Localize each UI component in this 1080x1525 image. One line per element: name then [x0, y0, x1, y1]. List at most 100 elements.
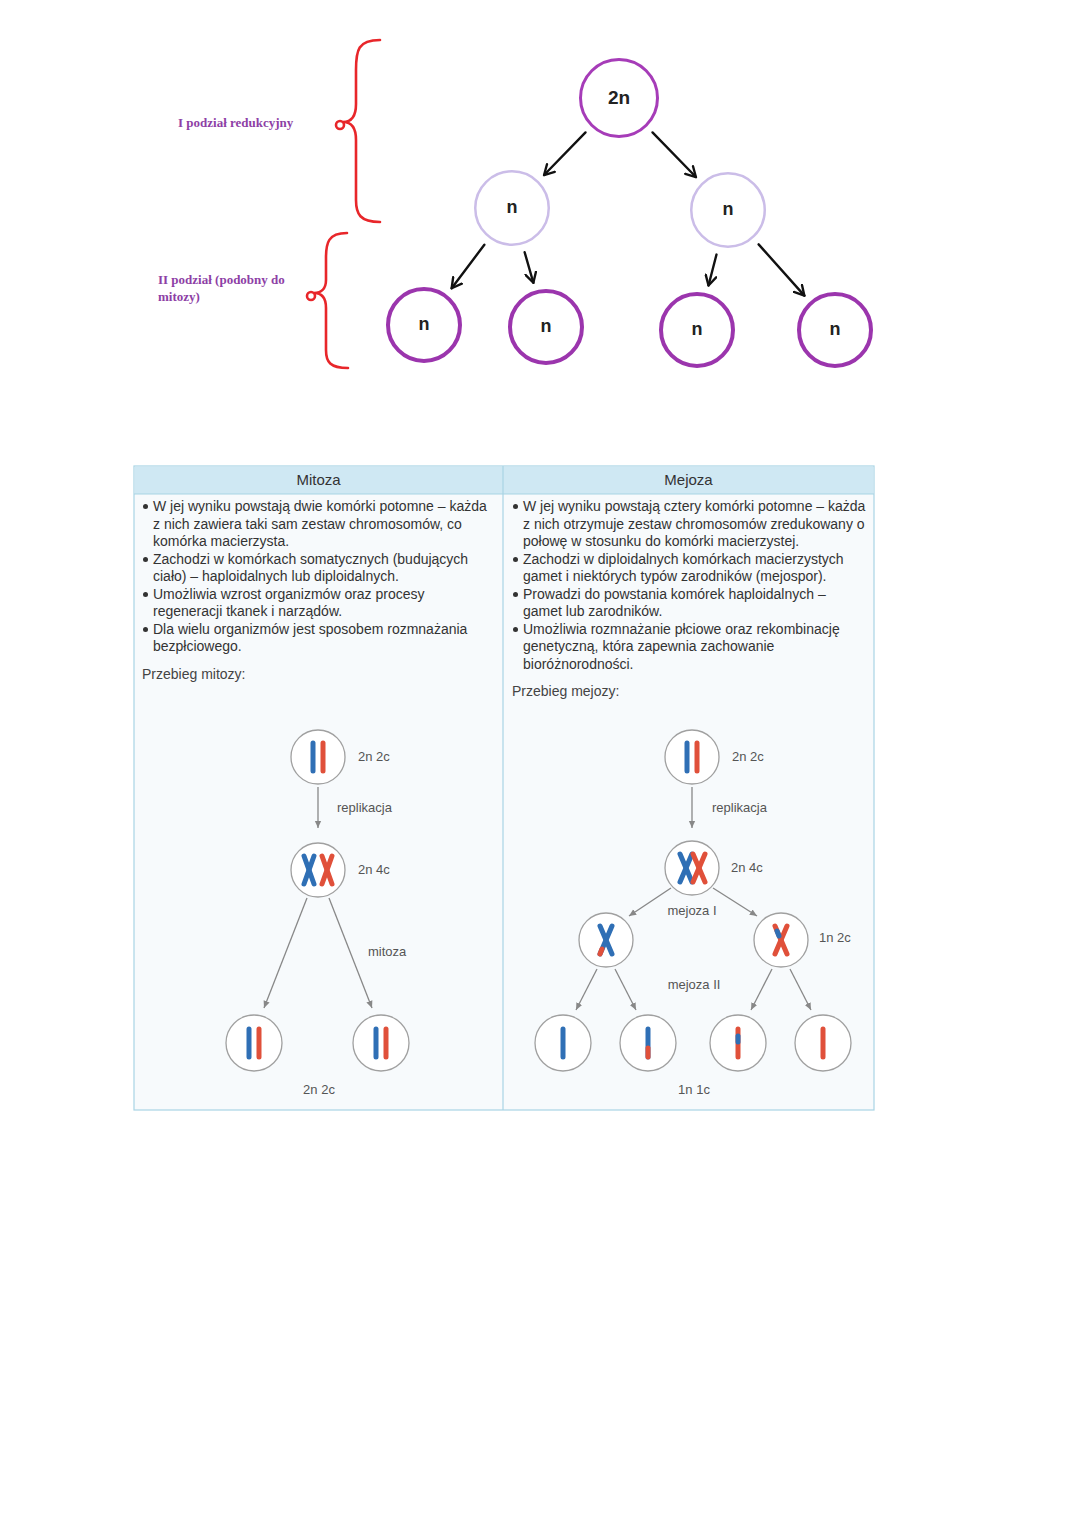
- ploidy-text: n: [723, 200, 734, 220]
- step-label: mitoza: [366, 944, 408, 960]
- ploidy-label: 1n 2c: [817, 930, 853, 946]
- ploidy-text: n: [507, 198, 518, 218]
- chromosome: [680, 854, 692, 882]
- ploidy-text: n: [419, 315, 430, 335]
- bullet-text: W jej wyniku powstają cztery komórki pot…: [512, 498, 868, 551]
- cell-circle: [795, 1015, 851, 1071]
- chromosome: [304, 856, 314, 884]
- ploidy-label: 2n 2c: [301, 1082, 337, 1098]
- process-arrow: [615, 969, 636, 1010]
- stage-label: I podział redukcyjny: [178, 114, 293, 131]
- step-label: replikacja: [710, 800, 769, 816]
- process-arrow: [691, 787, 692, 828]
- process-arrow: [713, 888, 757, 916]
- daughter-cell: n: [797, 292, 873, 368]
- bullet-text: Zachodzi w komórkach somatycznych (buduj…: [142, 551, 497, 586]
- cell-circle: [226, 730, 409, 1071]
- process-arrow: [264, 787, 372, 1008]
- cell-circle: [620, 1015, 676, 1071]
- cell-circle: [535, 1015, 591, 1071]
- division-arrow: [709, 255, 717, 286]
- chromosome: [304, 856, 314, 884]
- chromosome: [695, 743, 700, 771]
- ploidy-text: n: [692, 320, 703, 340]
- curly-bracket: [343, 40, 380, 222]
- table-rule: [134, 493, 874, 494]
- stage-label: II podział (podobny do mitozy): [158, 271, 298, 305]
- chromosome: [736, 1029, 741, 1057]
- cell-outline: [581, 60, 658, 137]
- chromosome: [646, 1048, 651, 1057]
- cell-circle: [291, 843, 345, 897]
- chromosome: [600, 926, 612, 954]
- cell-outline: [661, 294, 733, 366]
- table-frame: [134, 466, 874, 1110]
- chromosome: [249, 743, 386, 1057]
- process-arrow: [751, 969, 772, 1010]
- process-arrow: [576, 787, 811, 1010]
- table-column: Mejoza W jej wyniku powstają cztery komór…: [503, 466, 874, 1110]
- chromosome: [257, 1029, 262, 1057]
- section-heading: Przebieg mejozy:: [512, 683, 868, 701]
- process-arrow: [317, 787, 318, 828]
- haploid-cell: n: [474, 170, 550, 246]
- chromosome: [247, 1029, 252, 1057]
- table-header-band: [135, 467, 874, 494]
- cell-circle: [579, 913, 633, 967]
- ploidy-label: 2n 2c: [730, 749, 766, 765]
- table-rule: [502, 466, 503, 1110]
- mitosis-figure: [226, 730, 409, 1071]
- ploidy-text: 2n: [608, 88, 630, 109]
- chromosome: [600, 926, 612, 954]
- column-heading: Mejoza: [503, 466, 874, 494]
- chromosome: [693, 854, 705, 882]
- ploidy-label: 2n 4c: [729, 860, 765, 876]
- chromosome: [563, 743, 823, 1057]
- chromosome: [322, 856, 332, 884]
- bullet-text: W jej wyniku powstają dwie komórki potom…: [142, 498, 497, 551]
- ploidy-label: 2n 4c: [356, 862, 392, 878]
- division-arrow: [652, 132, 695, 177]
- chromosome: [322, 856, 332, 884]
- ploidy-label: 1n 1c: [676, 1082, 712, 1098]
- division-arrow: [759, 244, 805, 295]
- column-heading: Mitoza: [134, 466, 503, 494]
- ploidy-label: 2n 2c: [356, 749, 392, 765]
- curly-bracket: [307, 292, 315, 300]
- curly-bracket: [336, 121, 344, 129]
- cell-circle: [754, 913, 808, 967]
- ploidy-text: n: [541, 317, 552, 337]
- process-arrow: [264, 898, 307, 1008]
- division-arrow: [544, 132, 585, 175]
- bullet-text: Umożliwia rozmnażanie płciowe oraz rekom…: [512, 621, 868, 674]
- meiosis-figure: [535, 730, 851, 1071]
- cell-circle: [665, 841, 719, 895]
- process-arrow: [790, 969, 811, 1010]
- cell-outline: [388, 289, 460, 361]
- chromosome: [736, 1036, 741, 1042]
- chromosome: [384, 1029, 389, 1057]
- step-label: mejoza II: [666, 977, 723, 993]
- chromosome: [646, 1029, 651, 1057]
- cell-outline: [510, 291, 582, 363]
- process-arrow: [576, 969, 597, 1010]
- cell-circle: [710, 1015, 766, 1071]
- haploid-cell: n: [690, 172, 766, 248]
- chromosome: [777, 931, 779, 936]
- chromosome: [374, 1029, 379, 1057]
- bullet-text: Umożliwia wzrost organizmów oraz procesy…: [142, 586, 497, 621]
- table-frame: [134, 466, 874, 1110]
- curly-bracket: [314, 233, 348, 368]
- chromosome: [600, 949, 602, 954]
- bullet-text: Dla wielu organizmów jest sposobem rozmn…: [142, 621, 497, 656]
- cell-circle: [353, 1015, 409, 1071]
- diploid-cell: 2n: [579, 58, 659, 138]
- bullet-text: Zachodzi w diploidalnych komórkach macie…: [512, 551, 868, 586]
- cell-outline: [799, 294, 871, 366]
- division-arrow: [452, 245, 485, 288]
- cell-outline: [475, 171, 549, 245]
- daughter-cell: n: [386, 287, 462, 363]
- cell-circle: [535, 730, 851, 1071]
